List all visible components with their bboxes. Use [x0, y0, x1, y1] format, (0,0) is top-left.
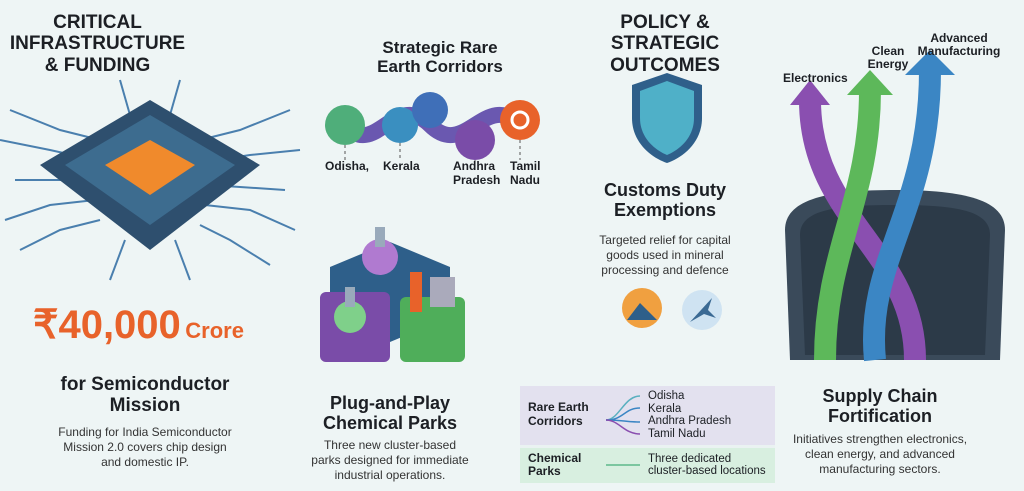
legend-item: Three dedicated	[648, 452, 732, 465]
heading-line: POLICY & STRATEGIC	[610, 12, 720, 55]
description-line: industrial operations.	[334, 468, 446, 482]
state-andhra-pradesh: Andhra Pradesh	[453, 159, 501, 187]
supply-chain-arrows-graphic	[785, 50, 1005, 362]
heading-line: Earth Corridors	[377, 57, 503, 77]
customs-title: Customs Duty Exemptions	[565, 180, 765, 220]
supply-chain-heading: Supply Chain Fortification	[790, 386, 970, 426]
description-line: parks designed for immediate	[311, 453, 469, 467]
corridor-map-graphic	[325, 92, 540, 165]
legend-label: Chemical	[528, 450, 582, 465]
description-line: Funding for India Semiconductor	[58, 425, 232, 439]
heading-line: & FUNDING	[44, 54, 151, 76]
description-line: clean energy, and advanced	[805, 447, 955, 461]
semiconductor-description: Funding for India Semiconductor Mission …	[20, 425, 270, 470]
description-line: Three new cluster-based	[323, 438, 457, 452]
heading-line: Fortification	[828, 406, 932, 427]
title-line: Exemptions	[613, 200, 717, 221]
description-line: Targeted relief for capital	[599, 233, 731, 247]
description-line: goods used in mineral	[606, 248, 724, 262]
legend-label: Corridors	[528, 414, 583, 429]
chemical-parks-description: Three new cluster-based parks designed f…	[295, 438, 485, 483]
semiconductor-chip-icon	[0, 79, 301, 281]
shield-icon	[632, 73, 702, 163]
heading-line: Strategic Rare	[382, 38, 498, 57]
customs-description: Targeted relief for capital goods used i…	[565, 233, 765, 278]
semiconductor-subtitle: for Semiconductor Mission	[20, 374, 270, 417]
heading-line: Plug-and-Play	[329, 393, 450, 413]
description-line: and domestic IP.	[101, 455, 189, 469]
legend-label: Rare Earth	[528, 400, 589, 415]
corridors-heading: Strategic Rare Earth Corridors	[355, 38, 525, 76]
legend-item: Tamil Nadu	[648, 427, 706, 440]
amount-unit: Crore	[185, 318, 244, 343]
arrow-label-clean-energy: Clean Energy	[867, 44, 909, 72]
legend-label: Parks	[528, 464, 561, 479]
description-line: Initiatives strengthen electronics,	[792, 432, 968, 446]
legend-connector-lines	[605, 395, 641, 466]
heading-line: Chemical Parks	[322, 413, 458, 434]
supply-chain-description: Initiatives strengthen electronics, clea…	[775, 432, 985, 477]
heading-line: OUTCOMES	[610, 54, 720, 76]
subtitle-line: Mission	[109, 395, 181, 417]
legend-item: Kerala	[648, 402, 682, 415]
arrow-label-advanced-manufacturing: Advanced Manufacturing	[917, 31, 1001, 59]
description-line: manufacturing sectors.	[819, 462, 941, 476]
heading-line: Supply Chain	[822, 386, 938, 406]
legend-item: Andhra Pradesh	[648, 415, 732, 428]
arrow-label-electronics: Electronics	[783, 71, 848, 85]
description-line: Mission 2.0 covers chip design	[63, 440, 227, 454]
state-tamil-nadu: Tamil Nadu	[510, 159, 541, 187]
chemical-parks-heading: Plug-and-Play Chemical Parks	[300, 393, 480, 433]
heading-line: CRITICAL	[53, 12, 142, 33]
infrastructure-heading: CRITICAL INFRASTRUCTURE & FUNDING	[5, 12, 190, 76]
heading-line: INFRASTRUCTURE	[9, 33, 186, 55]
fighter-jet-icon	[682, 290, 722, 330]
legend-item: Odisha	[648, 390, 685, 402]
legend-item: cluster-based locations	[648, 465, 766, 478]
mineral-processing-icon	[622, 288, 662, 328]
funding-amount: ₹40,000 Crore	[33, 302, 244, 348]
description-line: processing and defence	[601, 263, 729, 277]
subtitle-line: for Semiconductor	[60, 374, 230, 395]
state-kerala: Kerala	[383, 159, 420, 173]
amount-value: ₹40,000	[33, 303, 181, 347]
chemical-parks-graphic	[320, 227, 465, 362]
policy-heading: POLICY & STRATEGIC OUTCOMES	[565, 12, 765, 76]
title-line: Customs Duty	[603, 180, 726, 200]
state-odisha: Odisha,	[325, 159, 370, 173]
